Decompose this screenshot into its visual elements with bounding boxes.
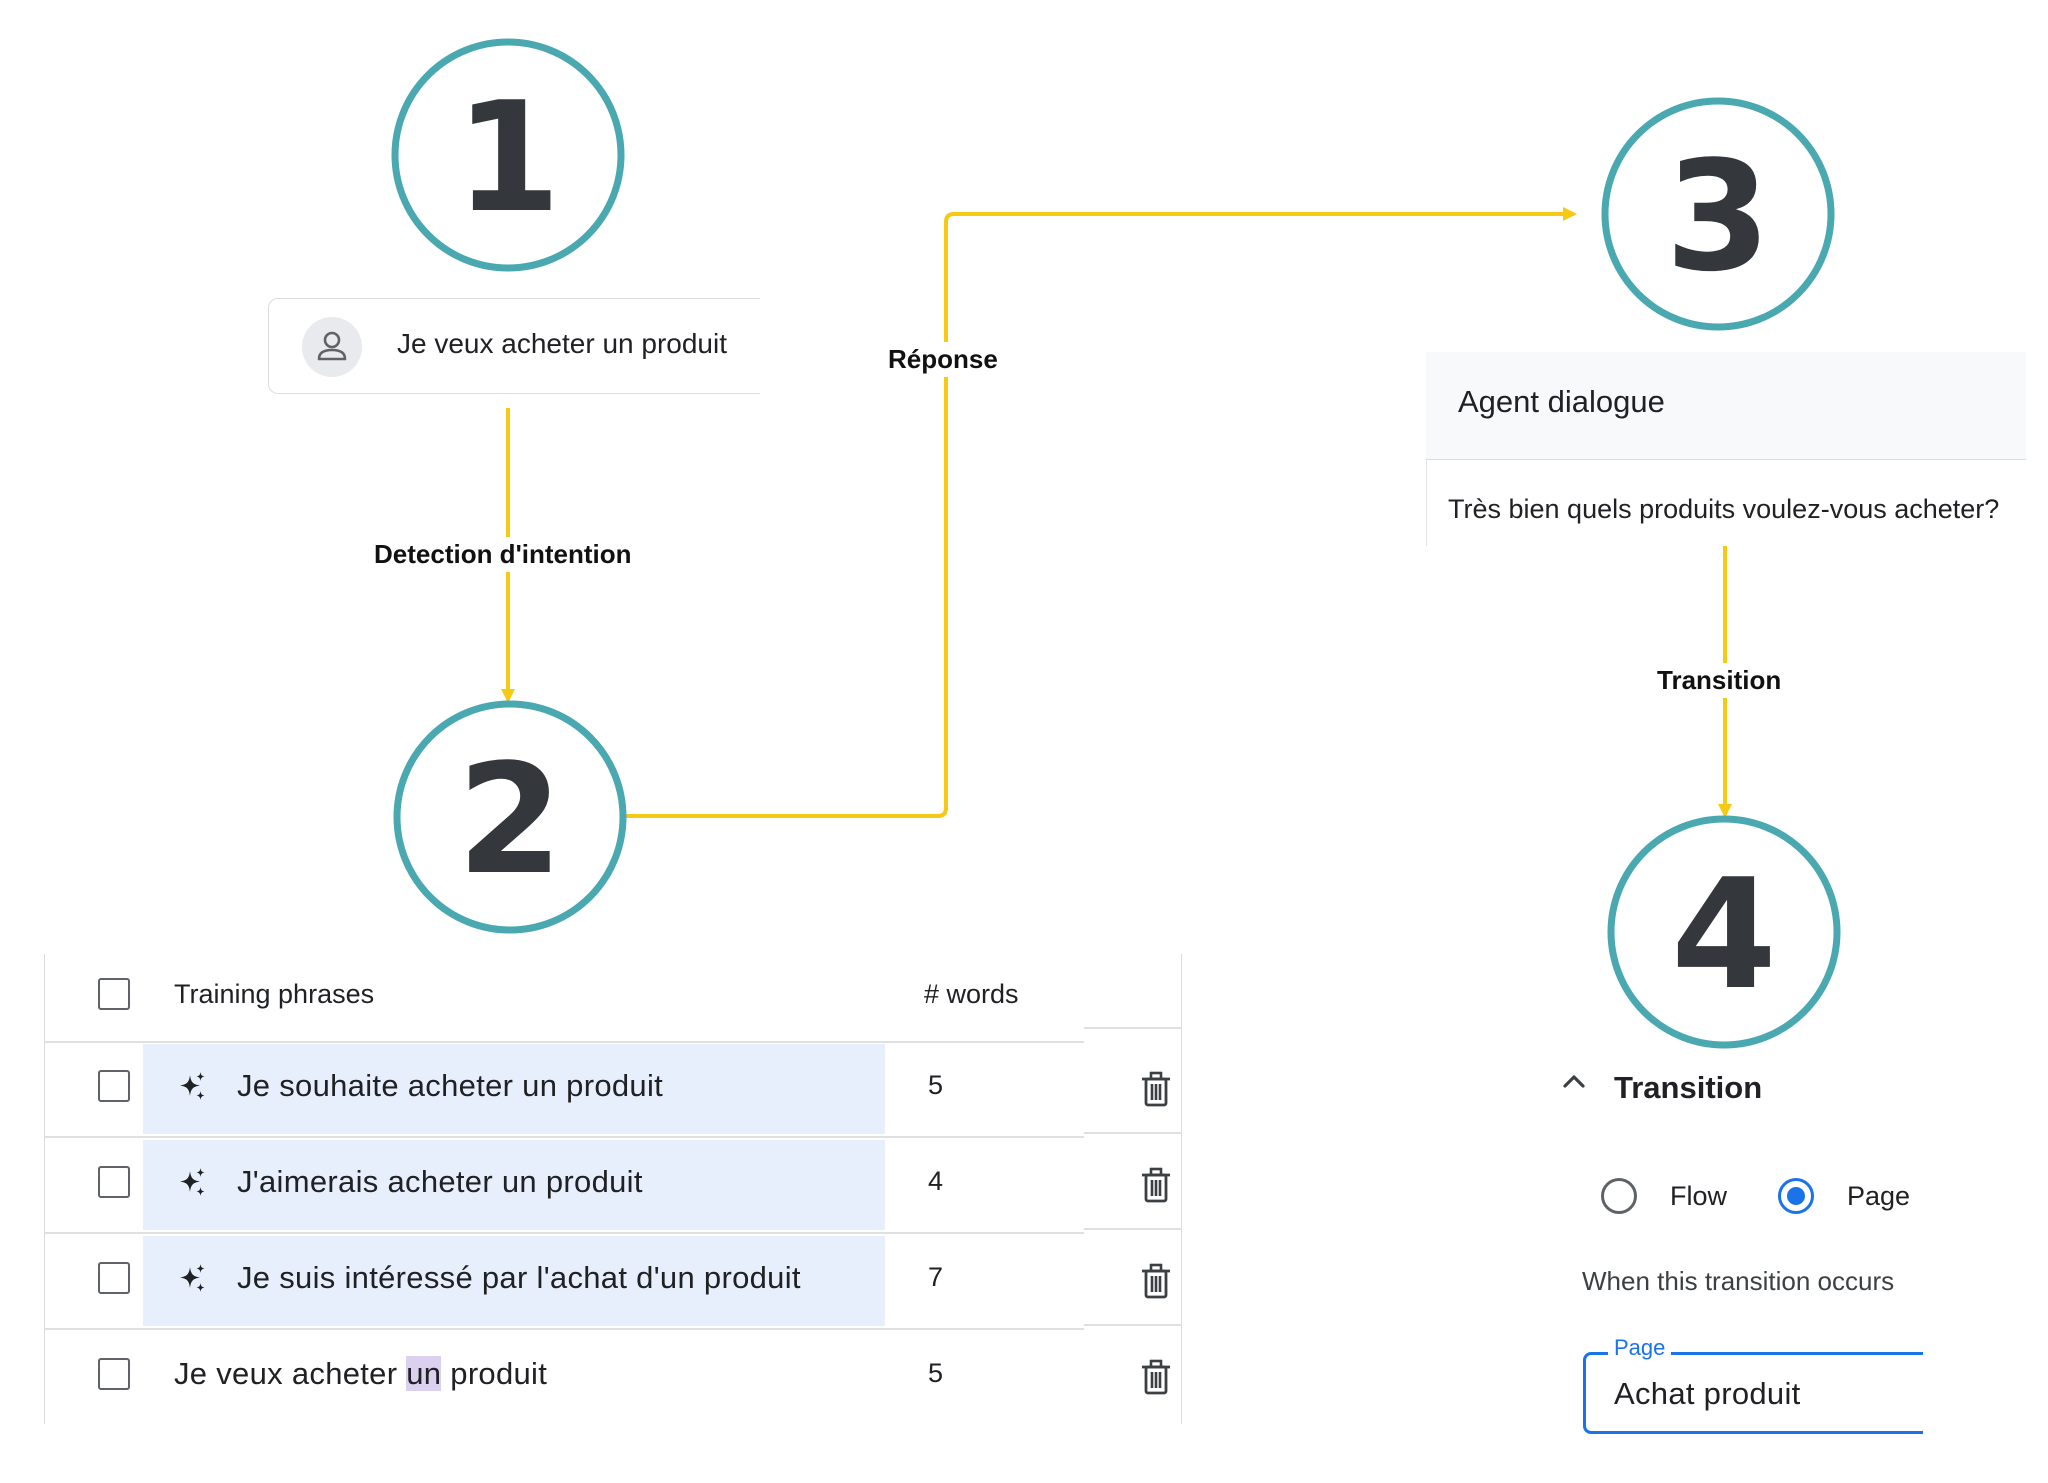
training-phrase-text[interactable]: Je veux acheter un produit <box>174 1356 547 1392</box>
divider <box>1181 954 1182 1424</box>
table-row[interactable] <box>143 1140 885 1230</box>
phrase-part: produit <box>441 1356 548 1391</box>
row-checkbox[interactable] <box>98 1070 130 1102</box>
divider <box>1084 1132 1182 1134</box>
user-message-card: Je veux acheter un produit <box>268 298 760 394</box>
training-phrase-text: J'aimerais acheter un produit <box>237 1164 643 1199</box>
delete-icon[interactable] <box>1139 1262 1173 1300</box>
radio-flow[interactable] <box>1601 1178 1637 1214</box>
agent-dialogue-title: Agent dialogue <box>1458 384 1665 419</box>
row-checkbox[interactable] <box>98 1262 130 1294</box>
step-1-number: 1 <box>455 69 561 246</box>
step-2-number: 2 <box>457 731 563 908</box>
phrase-part: Je veux acheter <box>174 1356 407 1391</box>
divider <box>44 954 45 1424</box>
table-row[interactable] <box>143 1236 885 1326</box>
column-header-training-phrases: Training phrases <box>174 979 375 1009</box>
divider <box>44 1136 1084 1138</box>
edge-label-transition: Transition <box>1655 663 1784 698</box>
training-phrase-text: Je suis intéressé par l'achat d'un produ… <box>237 1260 801 1295</box>
user-message-text: Je veux acheter un produit <box>397 328 727 359</box>
person-icon <box>317 331 347 361</box>
agent-dialogue-card: Agent dialogue Très bien quels produits … <box>1426 352 2026 546</box>
divider <box>1084 1324 1182 1326</box>
step-2-circle: 2 <box>393 700 627 934</box>
highlighted-annotation[interactable]: un <box>406 1356 442 1391</box>
edge-label-detection: Detection d'intention <box>372 537 634 572</box>
column-header-words: # words <box>924 979 1019 1009</box>
page-select-field[interactable]: Page Achat produit <box>1583 1335 1923 1434</box>
divider <box>1426 460 1427 546</box>
step-4-circle: 4 <box>1607 815 1841 1049</box>
row-checkbox[interactable] <box>98 1166 130 1198</box>
agent-dialogue-header: Agent dialogue <box>1426 352 2026 460</box>
divider <box>1084 1027 1182 1029</box>
transition-section-title: Transition <box>1614 1070 1763 1105</box>
divider <box>44 1328 1084 1330</box>
row-checkbox[interactable] <box>98 1358 130 1390</box>
edge-label-reponse: Réponse <box>886 342 1000 377</box>
avatar <box>302 317 362 377</box>
select-all-checkbox[interactable] <box>98 978 130 1010</box>
page-field-label: Page <box>1608 1335 1672 1361</box>
chevron-up-icon[interactable] <box>1556 1064 1592 1100</box>
step-3-circle: 3 <box>1601 97 1835 331</box>
delete-icon[interactable] <box>1139 1070 1173 1108</box>
table-row[interactable] <box>143 1044 885 1134</box>
divider <box>44 1041 1084 1043</box>
delete-icon[interactable] <box>1139 1358 1173 1396</box>
sparkle-icon <box>180 1072 205 1100</box>
word-count: 5 <box>928 1358 944 1388</box>
delete-icon[interactable] <box>1139 1166 1173 1204</box>
page-field-value: Achat produit <box>1614 1376 1801 1411</box>
sparkle-icon <box>180 1264 205 1292</box>
divider <box>44 1232 1084 1234</box>
word-count: 7 <box>928 1262 944 1292</box>
training-phrases-table: Training phrases # words Je souhaite ach… <box>44 954 1182 1424</box>
word-count: 4 <box>928 1166 944 1196</box>
word-count: 5 <box>928 1070 944 1100</box>
step-4-number: 4 <box>1671 846 1777 1023</box>
arrow-reponse <box>626 207 1577 818</box>
transition-description: When this transition occurs <box>1582 1266 1895 1296</box>
divider <box>1084 1228 1182 1230</box>
radio-flow-label: Flow <box>1670 1181 1728 1211</box>
training-phrase-text: Je souhaite acheter un produit <box>237 1068 664 1103</box>
radio-page-label: Page <box>1847 1181 1911 1211</box>
step-1-circle: 1 <box>391 38 625 272</box>
radio-page[interactable] <box>1778 1178 1814 1214</box>
sparkle-icon <box>180 1168 205 1196</box>
step-3-number: 3 <box>1665 128 1771 305</box>
agent-response-text: Très bien quels produits voulez-vous ach… <box>1448 494 2000 524</box>
